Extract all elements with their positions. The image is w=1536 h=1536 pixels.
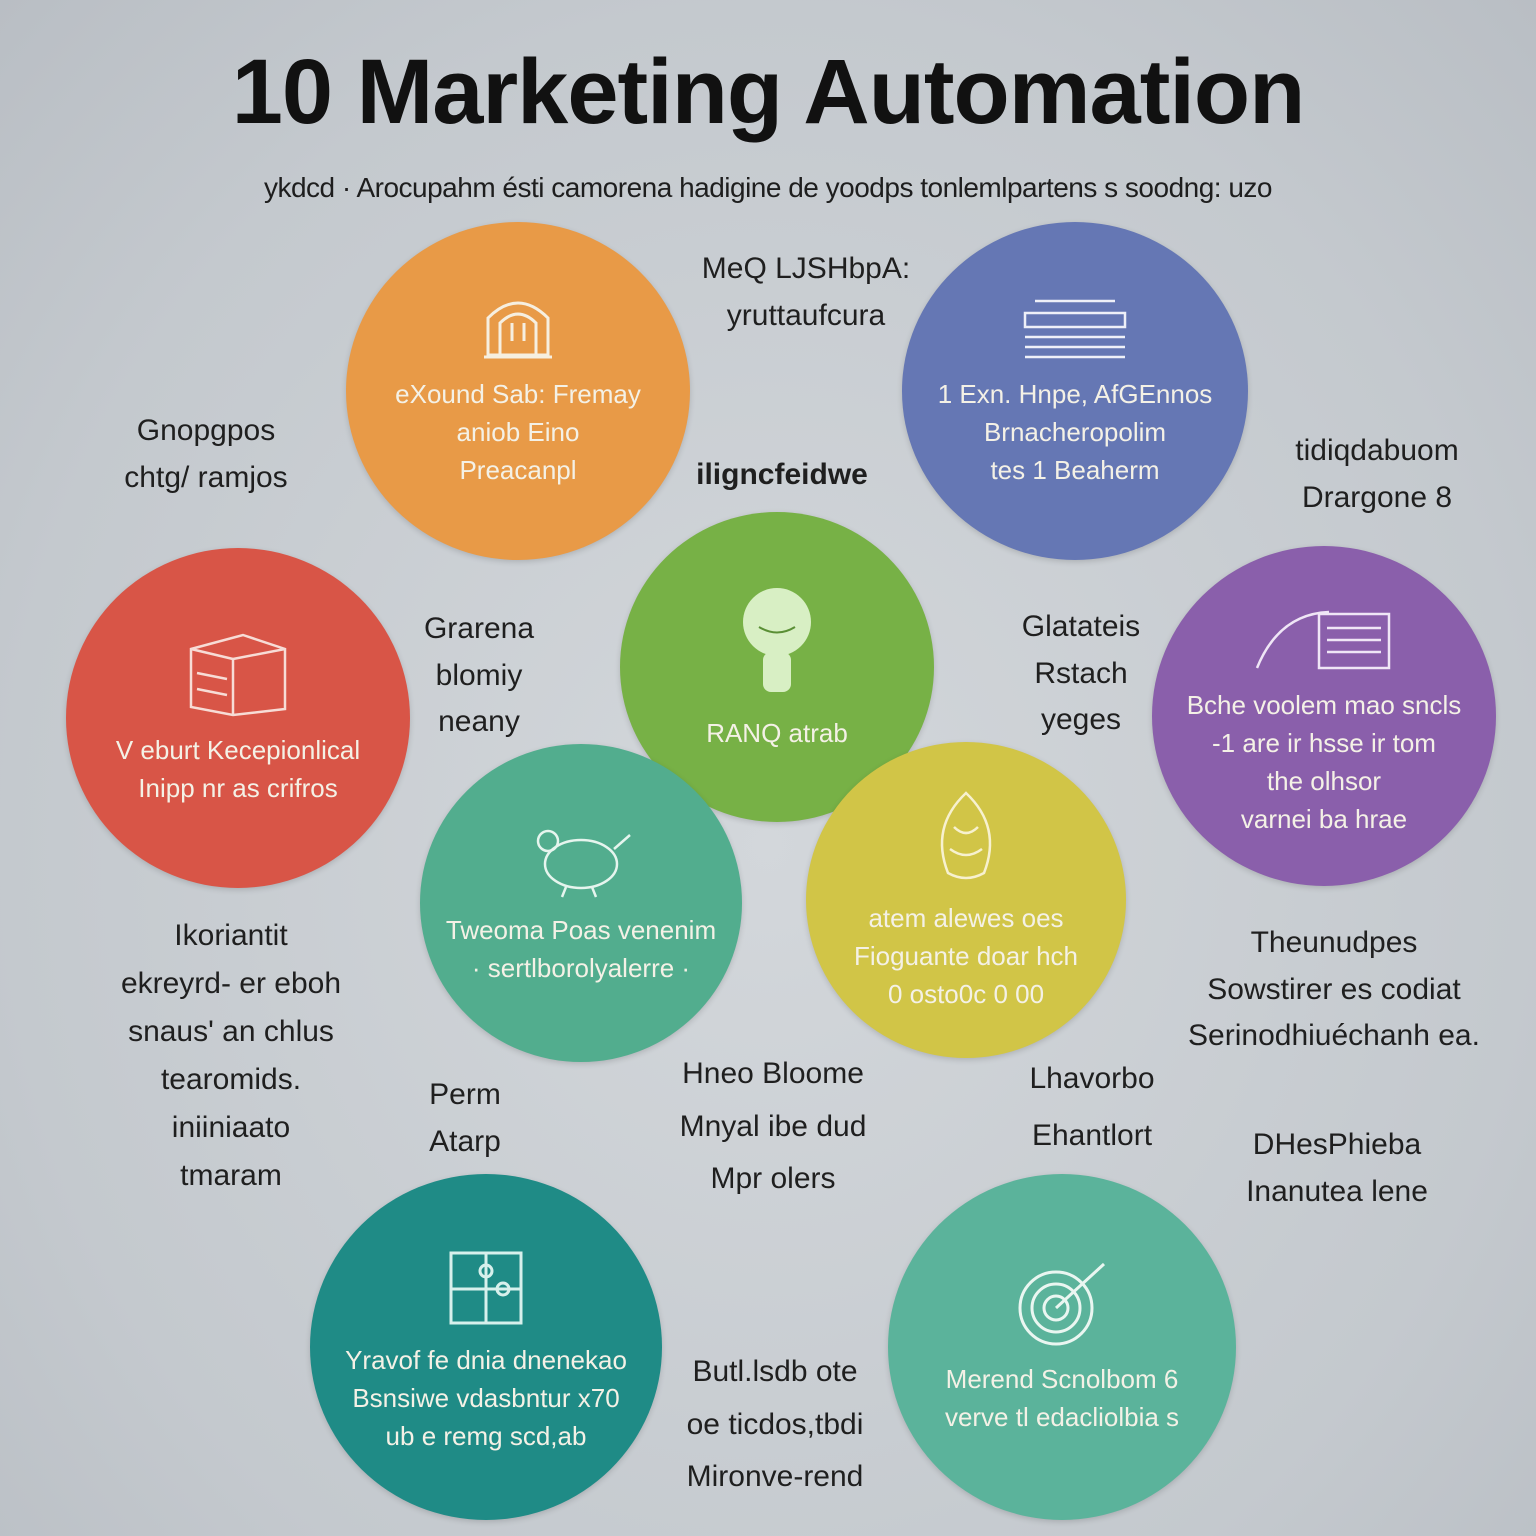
puzzle-icon bbox=[441, 1239, 531, 1329]
side-label: Gnopgpos chtg/ ramjos bbox=[96, 408, 316, 501]
label-text-line: tearomids. bbox=[160, 1063, 302, 1096]
circle-text-line: Fioguante doar hch bbox=[853, 941, 1079, 971]
label-text-line: Mnyal ibe dud bbox=[679, 1109, 867, 1143]
side-label: Grarena blomiy neany bbox=[404, 606, 554, 746]
label-text-line: Drargone 8 bbox=[1301, 480, 1453, 514]
label-text-line: ekreyrd- er eboh bbox=[120, 967, 342, 1000]
circle-text-line: V eburt Kecepionlical bbox=[115, 735, 361, 765]
label-text-line: Hneo Bloome bbox=[682, 1057, 864, 1090]
circle-text-line: 1 Exn. Hnpe, AfGEnnos bbox=[937, 379, 1213, 409]
side-label: Ikoriantit ekreyrd- er eboh snaus' an chlu… bbox=[96, 912, 366, 1200]
lightbulb-icon bbox=[737, 582, 817, 702]
label-text-line: iligncfeidwe bbox=[696, 458, 868, 491]
label-text-line: Mironve-rend bbox=[686, 1460, 864, 1493]
label-text-line: Lhavorbo bbox=[1029, 1062, 1155, 1095]
box-icon bbox=[183, 629, 293, 719]
circle-teal: Tweoma Poas venenim · sertlborolyalerre · bbox=[420, 744, 742, 1062]
circle-text-line: -1 are ir hsse ir tom bbox=[1212, 728, 1436, 758]
circle-text-line: Brnacheropolim bbox=[983, 417, 1167, 447]
chart-icon bbox=[1249, 594, 1399, 674]
circle-text-line: Inipp nr as crifros bbox=[138, 773, 338, 803]
circle-mint: Merend Scnolbom 6 verve tl edacliolbia s bbox=[888, 1174, 1236, 1520]
circle-text-line: Bsnsiwe vdasbntur x70 bbox=[352, 1383, 620, 1413]
label-text-line: Glatateis bbox=[1021, 610, 1141, 643]
circle-text-line: aniob Eino bbox=[456, 417, 580, 447]
label-text-line: Theunudpes bbox=[1250, 926, 1418, 959]
label-text-line: tmaram bbox=[180, 1159, 282, 1192]
side-label: iligncfeidwe bbox=[672, 452, 892, 499]
label-text-line: Sowstirer es codiat bbox=[1207, 972, 1461, 1006]
label-text-line: yruttaufcura bbox=[726, 298, 886, 332]
circle-text-line: 0 osto0c 0 00 bbox=[887, 979, 1045, 1009]
label-text-line: yeges bbox=[1040, 703, 1122, 736]
circle-text-line: RANQ atrab bbox=[706, 718, 848, 748]
circle-text-line: Tweoma Poas venenim bbox=[445, 915, 717, 945]
circle-text-line: · sertlborolyalerre · bbox=[471, 953, 691, 983]
seed-icon bbox=[926, 787, 1006, 887]
infographic-title: 10 Marketing Automation bbox=[231, 41, 1306, 143]
circle-text-line: the olhsor bbox=[1266, 766, 1382, 796]
bird-icon bbox=[526, 819, 636, 899]
circle-text-line: ub e remg scd,ab bbox=[385, 1421, 587, 1451]
building-icon bbox=[478, 293, 558, 363]
label-text-line: Mpr olers bbox=[710, 1162, 836, 1195]
label-text-line: chtg/ ramjos bbox=[124, 460, 288, 494]
circle-text-line: atem alewes oes bbox=[868, 903, 1064, 933]
document-icon bbox=[1015, 293, 1135, 363]
label-text-line: blomiy bbox=[435, 658, 523, 692]
target-icon bbox=[1012, 1258, 1112, 1348]
label-text-line: iniiniaato bbox=[171, 1111, 291, 1144]
label-text-line: Rstach bbox=[1034, 656, 1128, 690]
label-text-line: MeQ LJSHbpA: bbox=[701, 252, 911, 285]
label-text-line: Ikoriantit bbox=[174, 919, 288, 952]
side-label: MeQ LJSHbpA: yruttaufcura bbox=[676, 246, 936, 339]
label-text-line: DHesPhieba bbox=[1252, 1128, 1422, 1161]
label-text-line: Butl.lsdb ote bbox=[692, 1355, 858, 1388]
circle-text-line: eXound Sab: Fremay bbox=[395, 379, 641, 409]
circle-text-line: varnei ba hrae bbox=[1240, 804, 1408, 834]
label-text-line: Ehantlort bbox=[1031, 1119, 1153, 1152]
label-text-line: Gnopgpos bbox=[136, 414, 276, 447]
label-text-line: oe ticdos,tbdi bbox=[686, 1407, 864, 1441]
circle-text-line: tes 1 Beaherm bbox=[990, 455, 1160, 485]
circle-text-line: Preacanpl bbox=[459, 455, 577, 485]
label-text-line: neany bbox=[438, 705, 520, 738]
label-text-line: snaus' an chlus bbox=[128, 1015, 334, 1048]
infographic-subtitle: ykdcd · Arocupahm ésti camorena hadigine… bbox=[263, 172, 1273, 203]
circle-text-line: verve tl edacliolbia s bbox=[944, 1402, 1180, 1432]
circle-text-line: Merend Scnolbom 6 bbox=[945, 1364, 1179, 1394]
label-text-line: Grarena bbox=[423, 612, 535, 645]
circle-text-line: Bche voolem mao sncls bbox=[1186, 690, 1462, 720]
label-text-line: Serinodhiuéchanh ea. bbox=[1188, 1019, 1480, 1052]
label-text-line: Atarp bbox=[429, 1124, 501, 1158]
circle-purple: Bche voolem mao sncls -1 are ir hsse ir t… bbox=[1152, 546, 1496, 886]
label-text-line: Perm bbox=[429, 1078, 501, 1111]
label-text-line: tidiqdabuom bbox=[1295, 434, 1459, 467]
label-text-line: Inanutea lene bbox=[1246, 1174, 1428, 1208]
circle-text-line: Yravof fe dnia dnenekao bbox=[345, 1345, 627, 1375]
